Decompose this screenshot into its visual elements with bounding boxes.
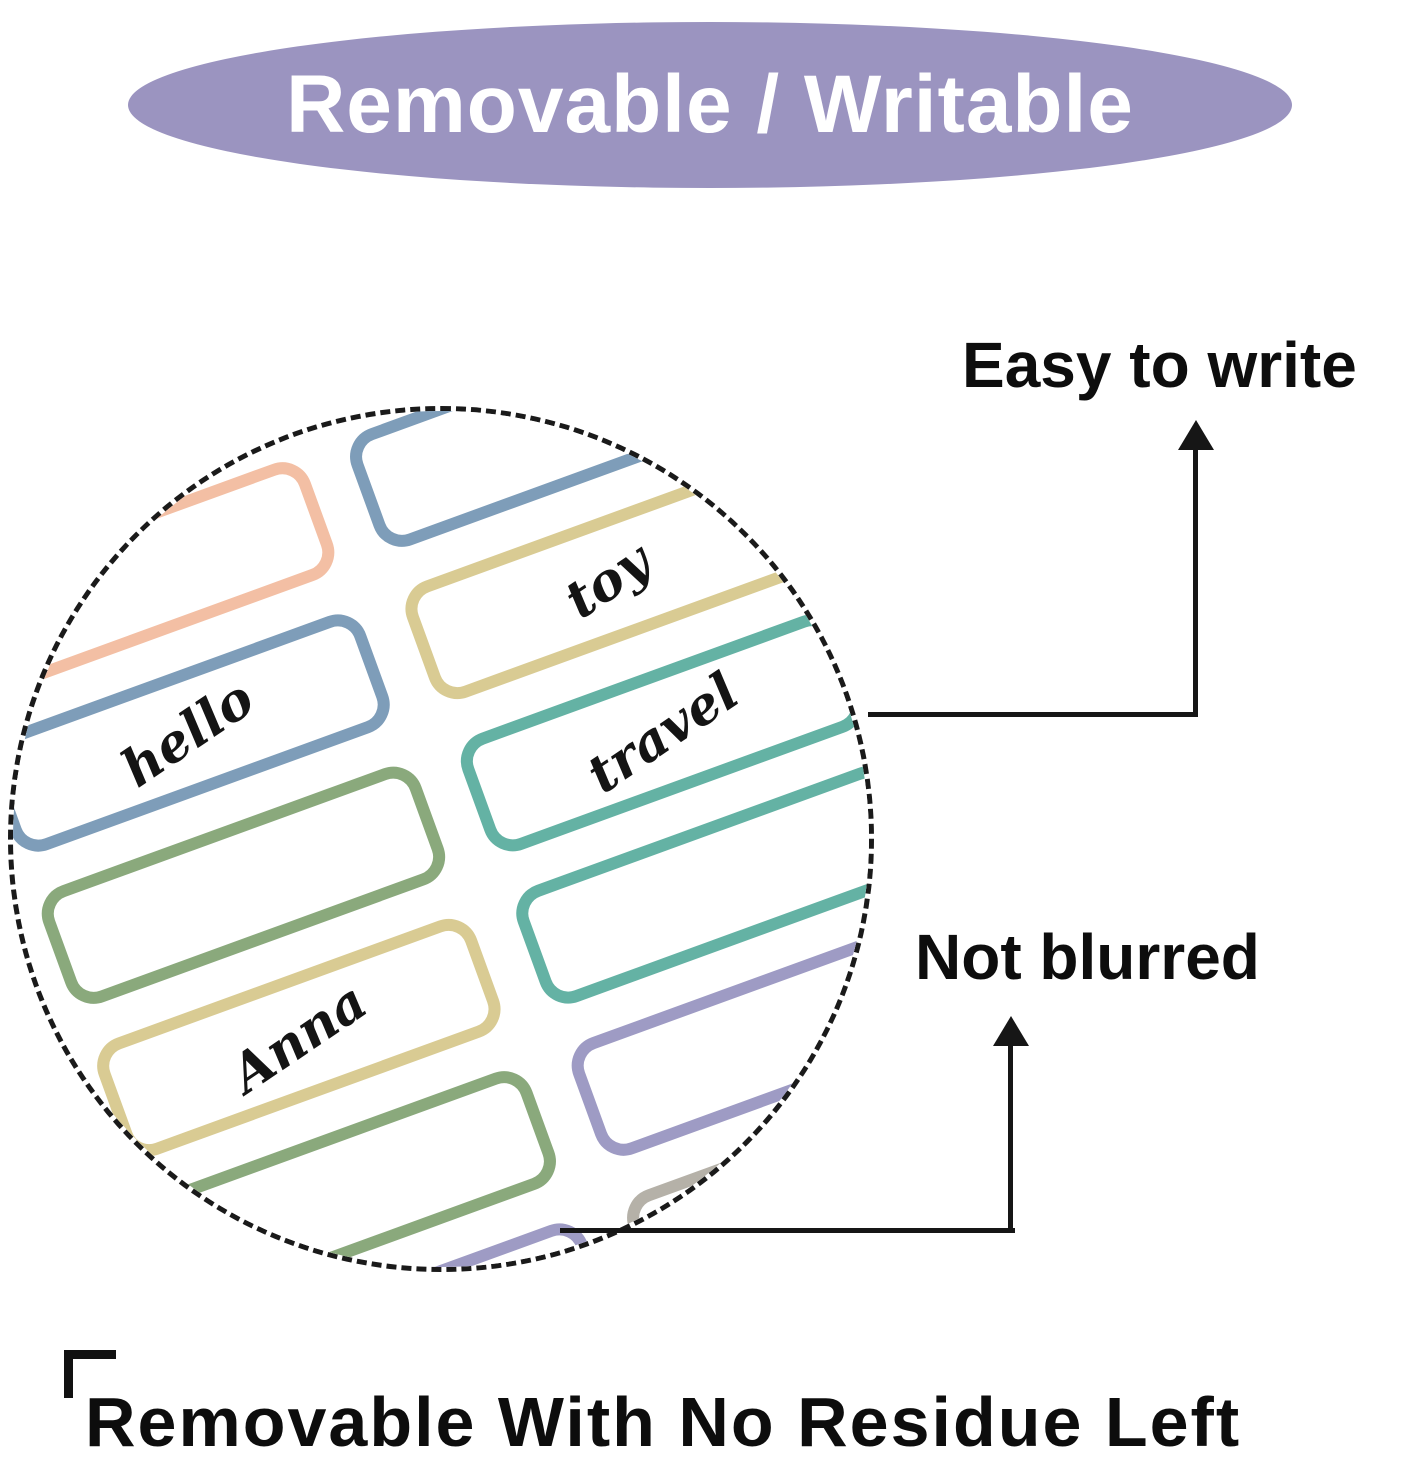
bottom-caption: Removable With No Residue Left: [85, 1383, 1242, 1461]
handwritten-text: travel: [575, 660, 750, 806]
handwritten-text: hello: [110, 667, 266, 799]
connector-line: [1193, 446, 1198, 717]
connector-line: [1008, 1042, 1013, 1233]
arrowhead-up-icon: [1178, 420, 1214, 450]
connector-line: [868, 712, 1198, 717]
header-badge: Removable / Writable: [128, 22, 1292, 188]
callout-not-blurred: Not blurred: [915, 921, 1260, 993]
arrowhead-up-icon: [993, 1016, 1029, 1046]
magnifier-circle: hello toy travel Anna: [8, 406, 874, 1272]
handwritten-text: toy: [553, 530, 662, 631]
connector-line: [560, 1228, 1015, 1233]
sticker-sheet: hello toy travel Anna: [13, 411, 869, 1267]
corner-bracket-icon: [64, 1350, 116, 1398]
callout-easy-to-write: Easy to write: [962, 329, 1357, 401]
header-badge-label: Removable / Writable: [286, 59, 1134, 150]
handwritten-text: Anna: [219, 970, 378, 1105]
